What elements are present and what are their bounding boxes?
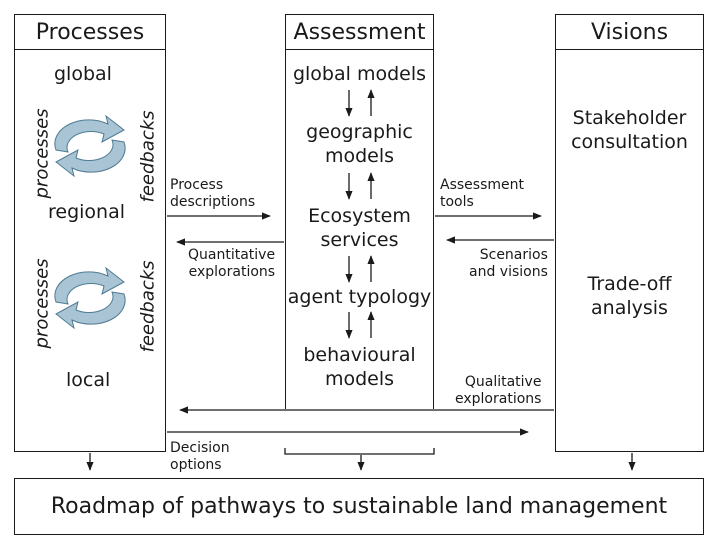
visions-panel: Visions — [555, 14, 704, 452]
assessment-item-behavioural-models: behavioural models — [303, 344, 416, 390]
scale-local-label: local — [66, 369, 111, 391]
roadmap-box: Roadmap of pathways to sustainable land … — [14, 478, 704, 535]
assessment-item-ecosystem-services: Ecosystem services — [308, 205, 411, 251]
assessment-bottom-bracket — [284, 448, 435, 455]
trade-off-analysis-label: Trade-off analysis — [587, 273, 672, 319]
roadmap-title: Roadmap of pathways to sustainable land … — [50, 494, 668, 519]
decision-options-label: Decision options — [170, 440, 230, 473]
scenarios-and-visions-label: Scenarios and visions — [469, 247, 548, 280]
cycle-arrows-icon-top — [54, 114, 126, 178]
visions-title: Visions — [556, 15, 703, 50]
stakeholder-consultation-label: Stakeholder consultation — [571, 107, 688, 153]
quantitative-explorations-label: Quantitative explorations — [188, 247, 276, 280]
scale-regional-label: regional — [48, 201, 126, 223]
process-descriptions-label: Process descriptions — [170, 177, 256, 210]
cycle-arrows-icon-bottom — [54, 266, 126, 330]
processes-title: Processes — [15, 15, 165, 50]
assessment-item-global-models: global models — [292, 63, 427, 85]
processes-panel: Processes — [14, 14, 166, 452]
scale-global-label: global — [54, 63, 112, 85]
assessment-item-geographic-models: geographic models — [306, 121, 413, 167]
assessment-panel: Assessment — [285, 14, 434, 409]
assessment-title: Assessment — [286, 15, 433, 50]
qualitative-explorations-label: Qualitative explorations — [455, 374, 542, 407]
assessment-tools-label: Assessment tools — [440, 177, 524, 210]
assessment-item-agent-typology: agent typology — [287, 286, 432, 308]
